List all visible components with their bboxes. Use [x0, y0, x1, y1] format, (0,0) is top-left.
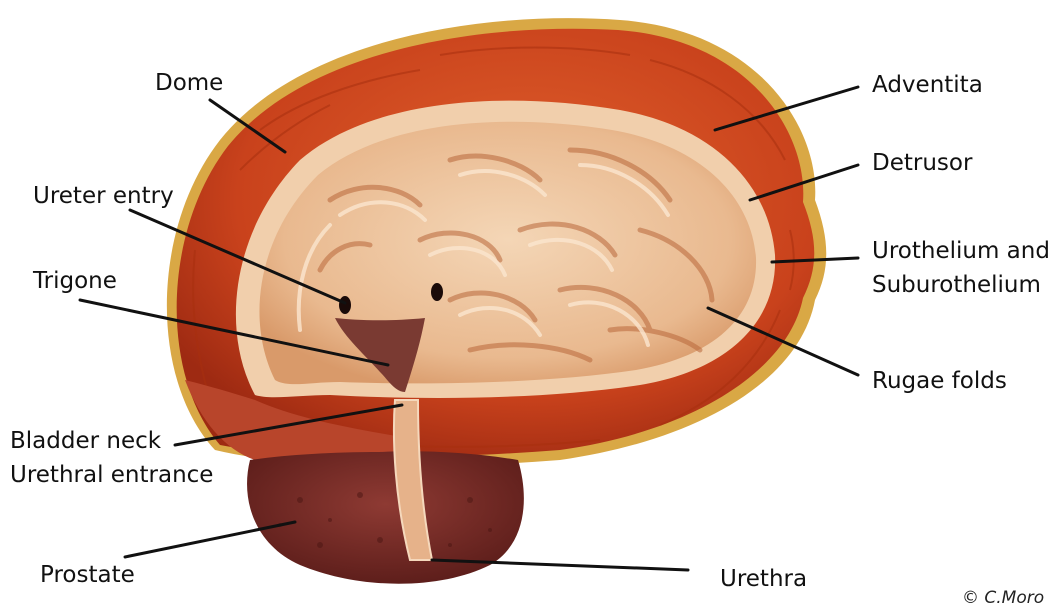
left-ureter-opening [339, 296, 351, 314]
label-ureter-entry: Ureter entry [33, 183, 174, 209]
label-dome: Dome [155, 70, 223, 96]
label-trigone: Trigone [32, 268, 117, 294]
label-adventita: Adventita [872, 72, 983, 98]
label-rugae-folds: Rugae folds [872, 368, 1007, 394]
right-ureter-opening [431, 283, 443, 301]
label-urethra: Urethra [720, 566, 807, 592]
copyright-notice: © C.Moro [962, 588, 1044, 608]
label-prostate: Prostate [40, 562, 135, 588]
label-detrusor: Detrusor [872, 150, 973, 176]
prostate-shape [247, 451, 524, 583]
label-bladder-neck: Bladder neck [10, 428, 162, 454]
label-urothelium-line1: Urothelium and [872, 238, 1050, 264]
label-urothelium-line2: Suburothelium [872, 272, 1041, 298]
label-urethral-entrance: Urethral entrance [10, 462, 213, 488]
